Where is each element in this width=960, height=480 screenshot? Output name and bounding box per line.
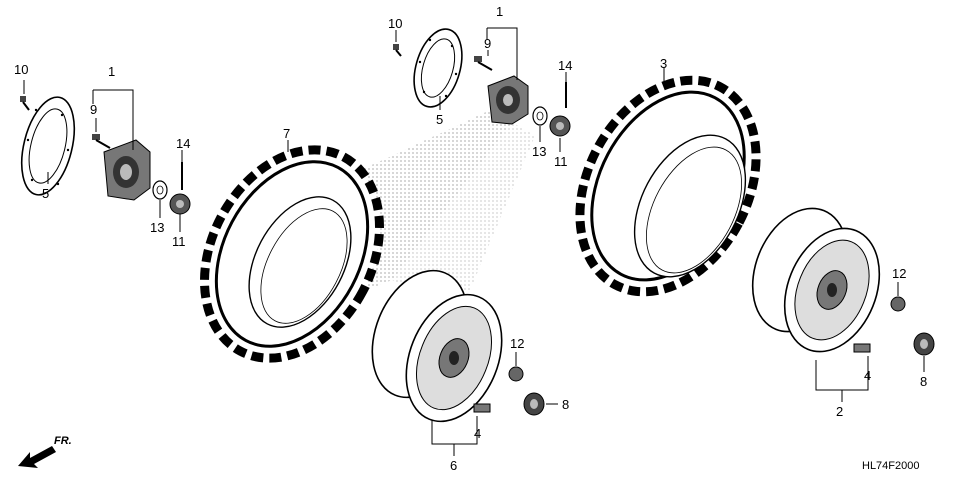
callout-5-center: 5 <box>436 112 443 127</box>
rear-tire <box>575 75 761 297</box>
front-wheel-rim <box>371 269 503 423</box>
diagram-code: HL74F2000 <box>862 460 920 472</box>
washer-left <box>152 180 168 200</box>
assembly-guide-shading-right <box>392 122 535 300</box>
lug-nut-front <box>508 366 524 382</box>
callout-5-left: 5 <box>42 186 49 201</box>
callout-4-rear: 4 <box>864 368 871 383</box>
callout-7: 7 <box>283 126 290 141</box>
callout-9-left: 9 <box>90 102 97 117</box>
callout-2: 2 <box>836 404 843 419</box>
callout-10-left: 10 <box>14 62 28 77</box>
callout-9-center: 9 <box>484 36 491 51</box>
disc-bolt-left <box>20 96 30 111</box>
callout-8-rear: 8 <box>920 374 927 389</box>
brake-disc-left <box>20 96 76 196</box>
leader-lines <box>23 27 925 456</box>
hub-left <box>103 139 151 201</box>
callout-11-left: 11 <box>172 234 186 249</box>
rear-wheel-rim <box>751 207 881 353</box>
front-tire <box>199 145 385 363</box>
callout-11-center: 11 <box>554 154 568 169</box>
callout-14-center: 14 <box>558 58 572 73</box>
callout-1-center: 1 <box>496 4 503 19</box>
callout-4-front: 4 <box>474 426 481 441</box>
center-cap-front <box>523 392 545 416</box>
callout-13-center: 13 <box>532 144 546 159</box>
brake-disc-center <box>413 28 463 108</box>
callout-1-left: 1 <box>108 64 115 79</box>
hub-stud-left <box>92 134 111 149</box>
callout-8-front: 8 <box>562 397 569 412</box>
valve-stem-front <box>473 403 491 413</box>
callout-10-center: 10 <box>388 16 402 31</box>
callout-12-front: 12 <box>510 336 524 351</box>
lug-nut-rear <box>890 296 906 312</box>
callout-12-rear: 12 <box>892 266 906 281</box>
front-arrow-icon <box>18 446 56 468</box>
hub-center <box>487 75 529 125</box>
callout-labels: 1 1 2 3 4 4 5 5 6 7 8 8 9 9 10 10 11 11 … <box>14 4 927 473</box>
axle-nut-center <box>549 115 571 137</box>
front-direction-indicator: FR. <box>18 435 72 468</box>
axle-nut-left <box>169 193 191 215</box>
valve-stem-rear <box>853 343 871 353</box>
callout-13-left: 13 <box>150 220 164 235</box>
washer-center <box>532 106 548 126</box>
callout-3: 3 <box>660 56 667 71</box>
hub-stud-center <box>474 56 493 71</box>
disc-bolt-center <box>393 44 402 57</box>
callout-14-left: 14 <box>176 136 190 151</box>
center-cap-rear <box>913 332 935 356</box>
front-direction-label: FR. <box>54 435 72 447</box>
callout-6: 6 <box>450 458 457 473</box>
